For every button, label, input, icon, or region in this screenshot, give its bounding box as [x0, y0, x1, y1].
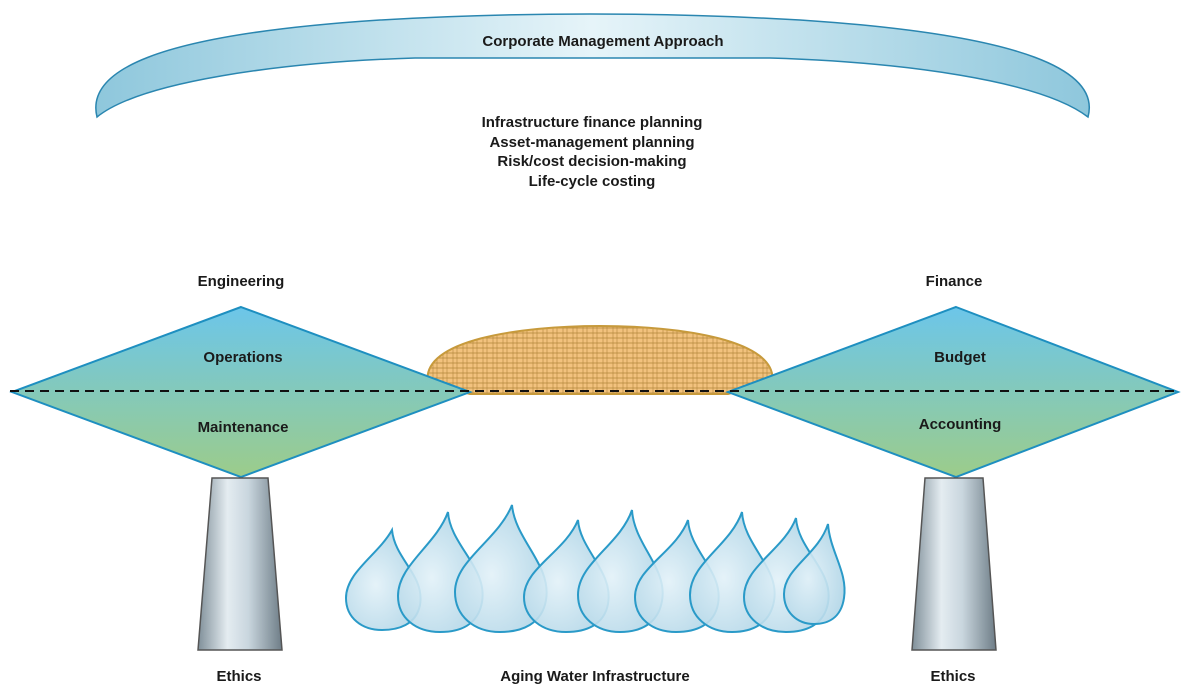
finance-heading: Finance — [926, 273, 983, 290]
maintenance-label: Maintenance — [198, 419, 289, 436]
drops-label: Aging Water Infrastructure — [500, 668, 689, 685]
finance-diamond — [725, 305, 1181, 479]
left-ethics-pillar — [197, 477, 283, 651]
planning-item: Risk/cost decision-making — [497, 153, 687, 170]
planning-list: Infrastructure finance planning Asset-ma… — [392, 113, 792, 191]
right-ethics-pillar — [911, 477, 997, 651]
water-drop — [782, 523, 846, 626]
planning-item: Life-cycle costing — [528, 172, 656, 190]
budget-label: Budget — [934, 349, 986, 366]
decision-dome — [426, 324, 774, 395]
accounting-label: Accounting — [919, 416, 1002, 433]
water-drops — [344, 504, 846, 634]
planning-item: Infrastructure finance planning — [481, 114, 703, 131]
right-ethics-label: Ethics — [930, 668, 975, 685]
operations-label: Operations — [203, 349, 282, 366]
left-ethics-label: Ethics — [216, 668, 261, 685]
engineering-heading: Engineering — [198, 273, 285, 290]
management-arch — [95, 13, 1090, 119]
planning-item: Asset-management planning — [489, 133, 695, 151]
arch-label: Corporate Management Approach — [482, 33, 723, 50]
